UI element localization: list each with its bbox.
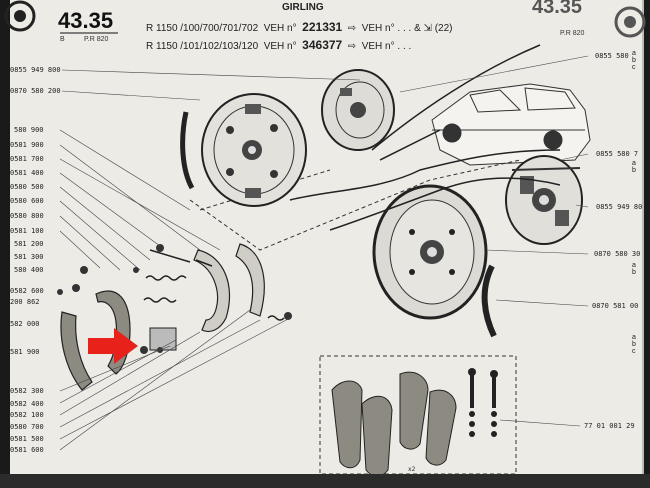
part-label: 0580 600 (10, 197, 44, 205)
part-label: 0870 580 200 (10, 87, 61, 95)
right-page-code: P.R 820 (560, 30, 585, 37)
part-label: 0581 900 (10, 141, 44, 149)
part-label: 580 400 (14, 266, 44, 274)
part-label: 0581 600 (10, 446, 44, 454)
brake-lining-kit (331, 368, 498, 477)
brake-backplate-right (505, 155, 583, 245)
springs (143, 249, 285, 321)
part-label: 0855 580 (595, 52, 629, 60)
brake-drum (321, 69, 395, 151)
part-label: 0581 700 (10, 155, 44, 163)
wheel-icon (614, 6, 646, 38)
header-line-1: R 1150 /100/700/701/702 VEH n° 221331 ⇨ … (146, 20, 453, 34)
part-label: 0582 400 (10, 400, 44, 408)
part-label: 0582 600 (10, 287, 44, 295)
part-label: 0582 100 (10, 411, 44, 419)
part-label: 0870 581 00 (592, 302, 639, 310)
part-label: 0855 949 80 (596, 203, 643, 211)
part-label: 581 900 (10, 348, 40, 356)
part-label: 0582 300 (10, 387, 44, 395)
brand-title: GIRLING (282, 2, 324, 13)
part-label: 580 900 (14, 126, 44, 134)
right-page-number: 43.35 (532, 0, 583, 18)
part-label: 77 01 001 29 (584, 422, 635, 430)
part-label: 0581 400 (10, 169, 44, 177)
handbrake-cable (289, 44, 561, 231)
part-label: 0580 800 (10, 212, 44, 220)
part-label: 0580 700 (10, 423, 44, 431)
page-code: P.R 820 (84, 36, 109, 43)
car-illustration (431, 83, 591, 166)
brake-shoes (60, 243, 265, 391)
part-label: 581 300 (14, 253, 44, 261)
page-suffix: B (60, 36, 65, 43)
part-label: 0870 580 30 (594, 250, 641, 258)
wheel-icon (4, 0, 36, 32)
part-label: 0855 580 7 (596, 150, 639, 158)
part-label: 0581 500 (10, 435, 44, 443)
brake-drum-large (372, 184, 488, 320)
red-arrow-icon (88, 328, 138, 364)
page-shadow (0, 474, 650, 488)
small-parts (57, 244, 292, 354)
part-label: 0580 500 (10, 183, 44, 191)
part-label: 581 200 (14, 240, 44, 248)
part-label: 0855 949 800 (10, 66, 61, 74)
header-line-2: R 1150 /101/102/103/120 VEH n° 346377 ⇨ … (146, 38, 412, 52)
brake-backplate (201, 93, 307, 207)
leader-lines (59, 55, 589, 451)
part-label: 200 862 (10, 298, 40, 306)
part-label: 582 000 (10, 320, 40, 328)
page-number: 43.35 (58, 8, 114, 33)
quantity-mark: x2 (408, 466, 416, 473)
part-label: 0581 100 (10, 227, 44, 235)
